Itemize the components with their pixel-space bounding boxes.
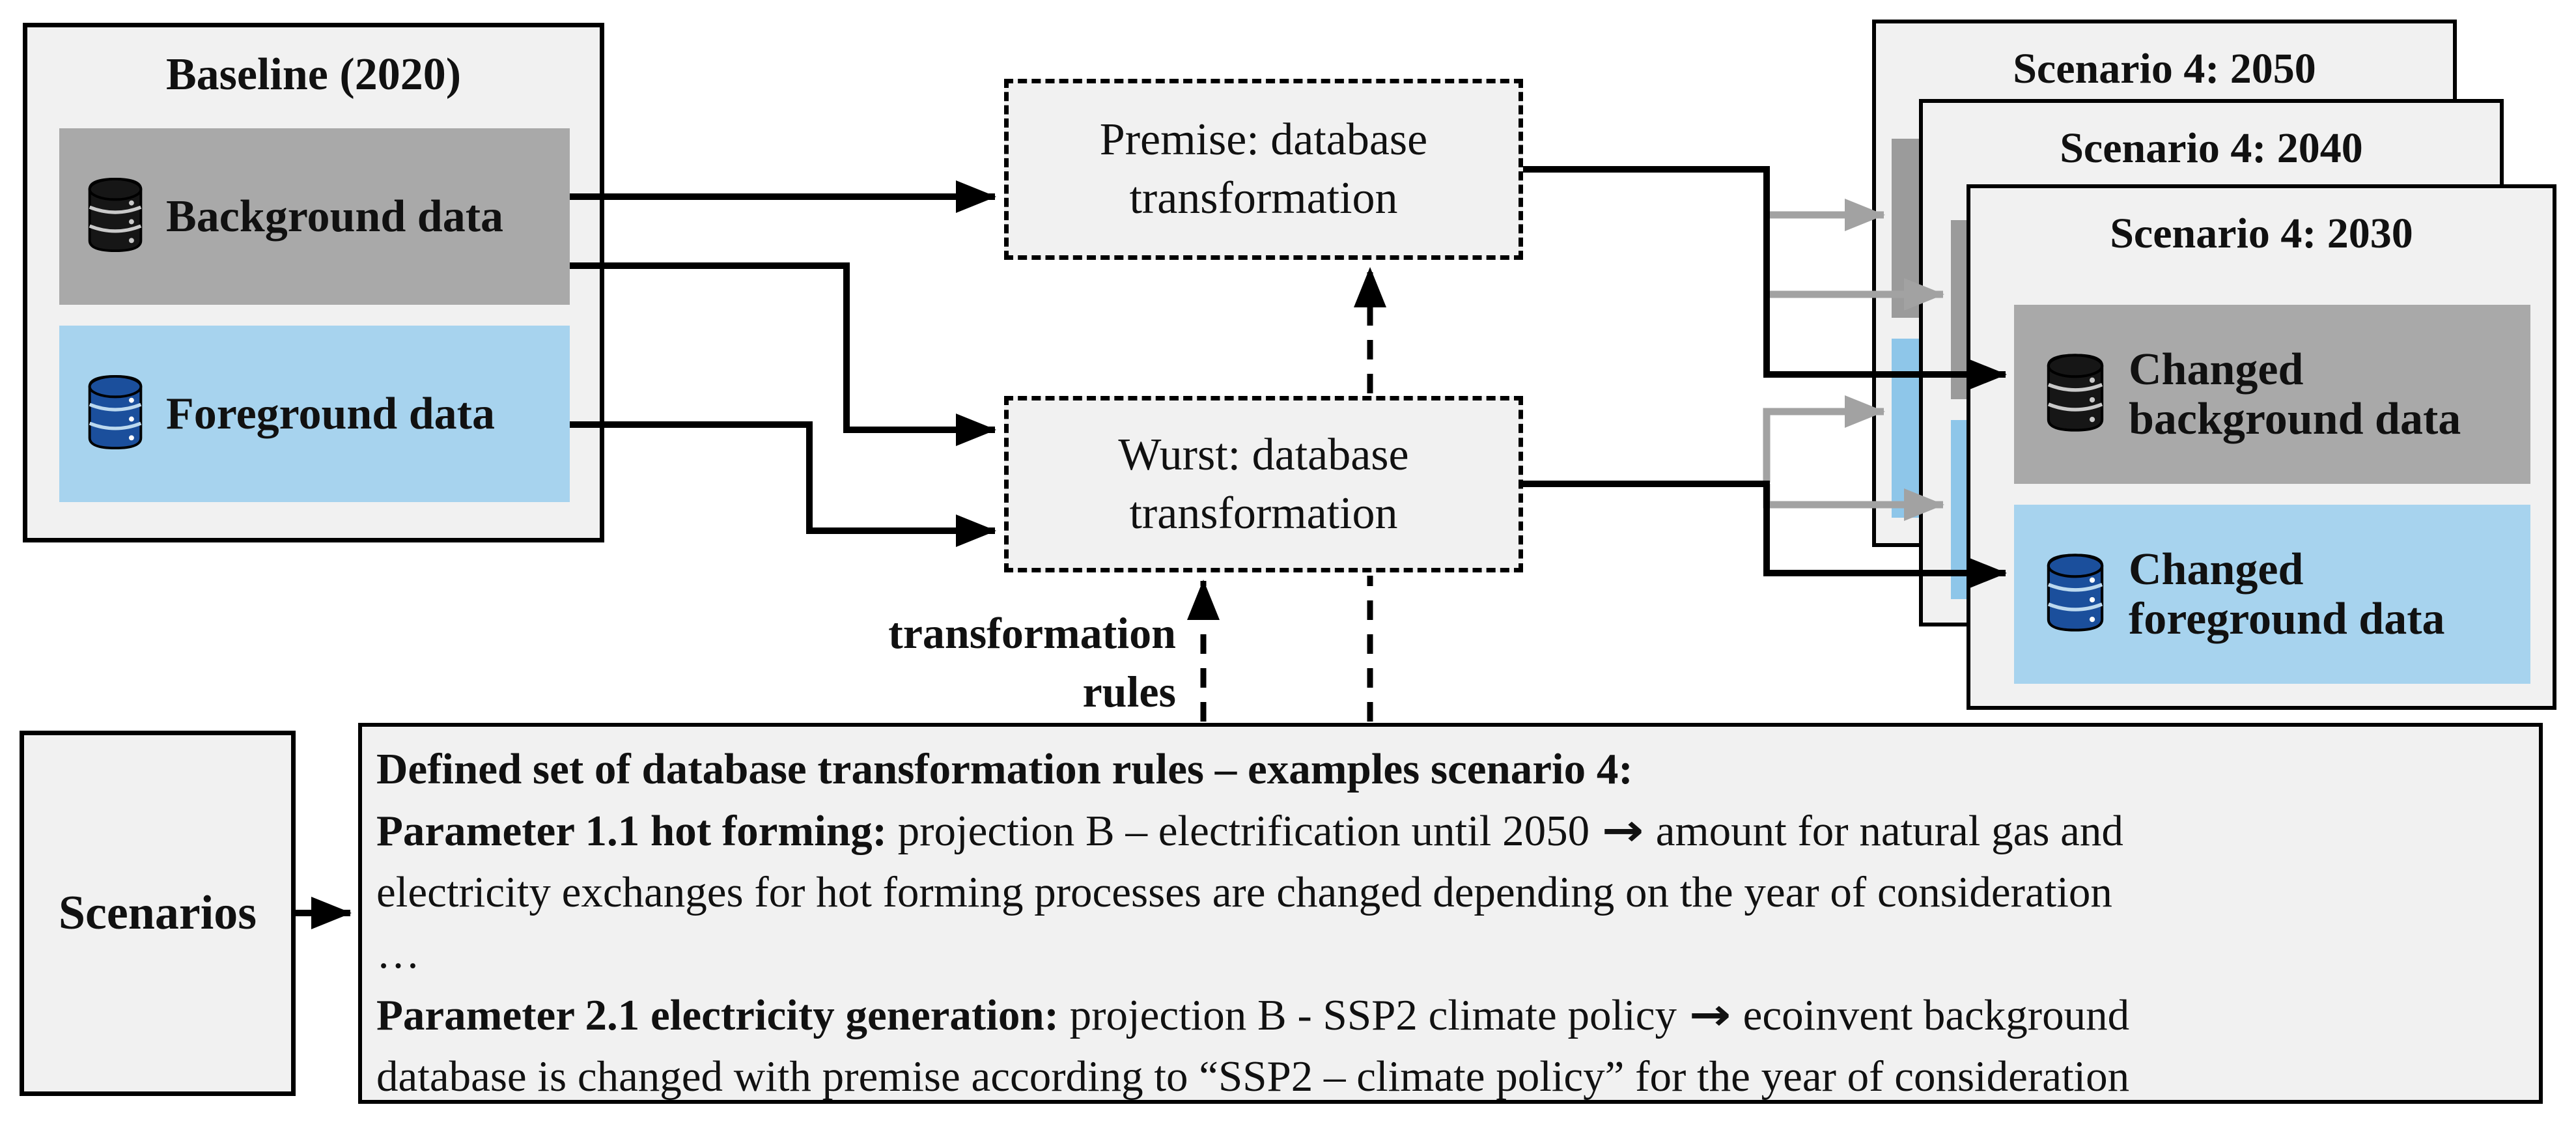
scenarios-box: Scenarios <box>20 731 296 1096</box>
flow-arrow-icon: → <box>1601 805 1644 856</box>
rules-line: database is changed with premise accordi… <box>376 1052 2130 1101</box>
rules-line: Defined set of database transformation r… <box>376 745 1633 793</box>
background-data-box: Background data <box>59 128 570 305</box>
flow-arrow-icon: → <box>1688 989 1731 1040</box>
database-icon <box>2044 552 2107 636</box>
changed-background-data-box: Changed background data <box>2014 305 2530 484</box>
rules-line: Parameter 2.1 electricity generation: pr… <box>376 984 2539 1046</box>
premise-transformation-box: Premise: database transformation <box>1004 79 1523 260</box>
rules-line: … <box>376 929 420 977</box>
scenario-card-2040-title: Scenario 4: 2040 <box>2060 124 2363 172</box>
rules-line: electricity exchanges for hot forming pr… <box>376 868 2112 916</box>
background-data-label: Background data <box>166 191 504 242</box>
database-icon <box>2044 352 2107 436</box>
transformation-rules-box: Defined set of database transformation r… <box>358 723 2543 1104</box>
foreground-data-box: Foreground data <box>59 326 570 502</box>
changed-foreground-data-label: Changed foreground data <box>2129 544 2445 644</box>
scenario-card-2030-title: Scenario 4: 2030 <box>2110 210 2413 257</box>
wurst-transformation-box: Wurst: database transformation <box>1004 396 1523 572</box>
changed-foreground-data-box: Changed foreground data <box>2014 505 2530 684</box>
scenario-card-2050-title: Scenario 4: 2050 <box>2013 45 2316 92</box>
arrow-background-to-wurst <box>570 262 996 446</box>
transformation-rules-label: transformation rules <box>888 608 1176 716</box>
arrow-foreground-to-wurst <box>570 421 996 547</box>
changed-background-data-label: Changed background data <box>2129 344 2461 444</box>
foreground-data-label: Foreground data <box>166 388 495 439</box>
database-icon <box>85 176 145 257</box>
rules-line: Parameter 1.1 hot forming: projection B … <box>376 800 2539 862</box>
gray-arrow-wurst-to-2050 <box>1763 395 1885 483</box>
database-icon <box>85 374 145 454</box>
baseline-title: Baseline (2020) <box>165 49 462 100</box>
scenarios-label: Scenarios <box>58 886 257 940</box>
